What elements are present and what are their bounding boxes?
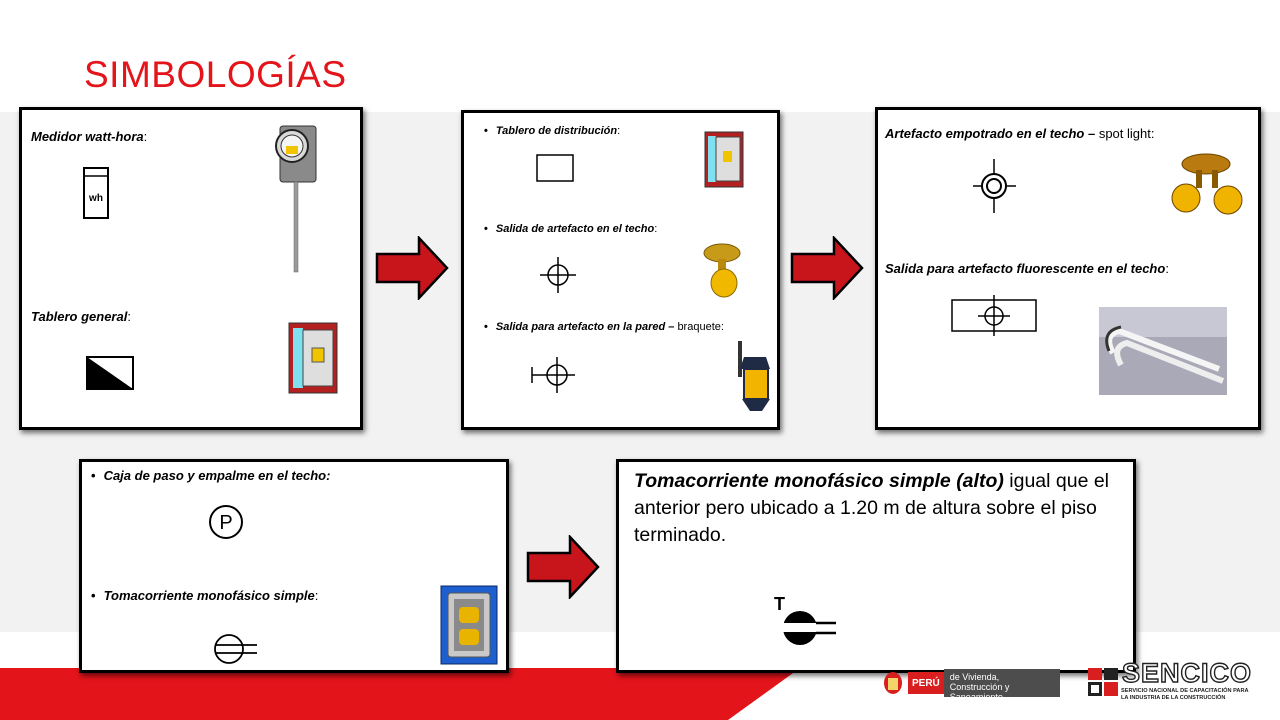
ceiling-fixture-image: [703, 243, 741, 298]
sencico-subtitle: SERVICIO NACIONAL DE CAPACITACIÓN PARA L…: [1121, 688, 1249, 701]
wall-lantern-image: [738, 341, 770, 411]
spot-light-symbol: [973, 159, 1016, 213]
tablero-general-symbol: [86, 356, 134, 390]
tablero-distribucion-symbol: [536, 154, 574, 182]
fluorescente-label: Salida para artefacto fluorescente en el…: [885, 261, 1169, 276]
panel-tomacorriente-alto: Tomacorriente monofásico simple (alto) i…: [616, 459, 1136, 673]
sencico-emblem-icon: [1088, 668, 1118, 696]
peru-label: PERÚ: [908, 672, 944, 694]
fluorescent-tube-image: [1099, 307, 1227, 395]
ministry-label: de Vivienda, Construcción y Saneamiento: [943, 669, 1060, 702]
salida-pared-symbol: [531, 357, 575, 393]
tablero-distribucion-image: [704, 131, 744, 188]
spot-light-label: Artefacto empotrado en el techo – spot l…: [885, 126, 1155, 141]
tomacorriente-alto-symbol: T: [774, 594, 836, 645]
caja-paso-label: Caja de paso y empalme en el techo:: [91, 468, 331, 483]
fluorescente-symbol: [951, 295, 1037, 336]
salida-techo-label: Salida de artefacto en el techo:: [484, 223, 657, 235]
caja-paso-symbol: P: [209, 505, 243, 539]
arrow-right-icon: [790, 236, 864, 300]
arrow-right-icon: [526, 535, 600, 599]
arrow-right-icon: [375, 236, 449, 300]
salida-techo-symbol: [540, 257, 576, 293]
tomacorriente-simple-label: Tomacorriente monofásico simple:: [91, 588, 319, 603]
tomacorriente-simple-symbol: [214, 634, 257, 664]
sencico-logo-text: SENCICO: [1121, 657, 1253, 688]
panel-salidas: Tablero de distribución: Salida de artef…: [461, 110, 780, 430]
tablero-distribucion-label: Tablero de distribución:: [484, 125, 620, 137]
page-title: SIMBOLOGÍAS: [84, 54, 347, 95]
p-symbol-text: P: [219, 512, 232, 534]
spot-light-image: [1171, 153, 1243, 215]
watt-hour-meter-symbol: wh: [83, 167, 109, 219]
salida-pared-label: Salida para artefacto en la pared – braq…: [484, 321, 724, 333]
tomacorriente-alto-text: Tomacorriente monofásico simple (alto) i…: [634, 470, 1110, 546]
medidor-label: Medidor watt-hora:: [31, 129, 148, 144]
tablero-general-label: Tablero general:: [31, 309, 131, 324]
panel-medidor-tablero: Medidor watt-hora: wh Tablero general:: [19, 107, 363, 430]
outlet-image: [440, 585, 498, 665]
wh-text: wh: [88, 193, 103, 204]
escudo-icon: [884, 672, 902, 694]
footer-red-bar: [0, 668, 800, 720]
t-symbol-text: T: [774, 594, 785, 614]
panel-artefactos: Artefacto empotrado en el techo – spot l…: [875, 107, 1261, 430]
gobierno-logo: PERÚ de Vivienda, Construcción y Saneami…: [882, 669, 1060, 702]
tablero-general-image: [288, 322, 338, 394]
panel-caja-tomacorriente: Caja de paso y empalme en el techo: P To…: [79, 459, 509, 673]
meter-image: [275, 125, 317, 273]
